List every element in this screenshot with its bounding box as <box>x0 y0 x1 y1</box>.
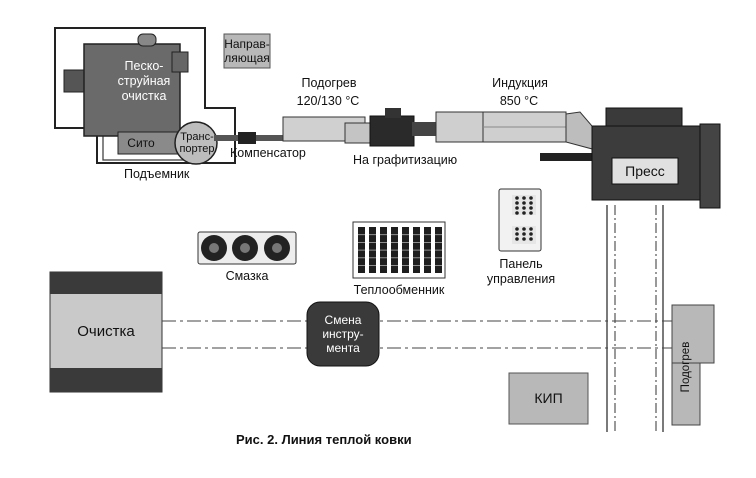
graphitization-unit <box>369 115 415 147</box>
cleaning-bottom-band <box>50 368 162 392</box>
control-panel-keypad-top <box>512 195 536 215</box>
control-panel-button <box>529 227 533 231</box>
press-label-plate <box>611 157 679 185</box>
control-panel-button <box>529 196 533 200</box>
transporter-circle <box>174 121 218 165</box>
control-panel-button <box>522 201 526 205</box>
control-panel-button <box>522 196 526 200</box>
control-panel-button <box>515 227 519 231</box>
sandblaster-body <box>83 43 181 137</box>
lift-outline <box>54 27 236 164</box>
lubrication-label: Смазка <box>225 269 269 283</box>
tool-change-unit <box>306 301 380 367</box>
control-panel-button <box>522 232 526 236</box>
kip-unit <box>508 372 589 425</box>
lift-label: Подъемник <box>124 167 190 181</box>
heat-exchanger <box>352 221 446 279</box>
graphitization-label: На графитизацию <box>353 153 458 167</box>
sandblaster-label: Песко- струйная очистка <box>117 58 171 103</box>
press-label: Пресс <box>625 162 665 179</box>
press-side <box>699 123 721 209</box>
graphitization-link <box>412 122 438 136</box>
control-panel-button <box>529 201 533 205</box>
preheater-step <box>344 122 372 144</box>
control-panel-button <box>515 211 519 215</box>
bottom-preheater-lower <box>671 362 701 426</box>
guide-label: Направ- ляющая <box>224 37 270 65</box>
press-feed-bar <box>540 153 610 161</box>
heat-exchanger-bars <box>358 227 442 273</box>
control-panel-label: Панель управления <box>486 257 556 286</box>
figure-caption: Рис. 2. Линия теплой ковки <box>236 432 412 447</box>
sandblaster-top-cap <box>137 33 157 47</box>
control-panel-button <box>522 237 526 241</box>
control-panel-button <box>515 232 519 236</box>
kip-label: КИП <box>534 390 563 406</box>
induction-temp-label: 850 °C <box>499 94 539 108</box>
bottom-preheater-upper <box>671 304 715 364</box>
control-panel-button <box>515 237 519 241</box>
heat-exchanger-label: Теплообменник <box>353 283 445 297</box>
control-panel-button <box>529 237 533 241</box>
bottom-preheat-label: Подогрев <box>679 341 692 393</box>
transporter-label: Транс- портер <box>179 131 215 155</box>
control-panel-button <box>515 206 519 210</box>
sandblaster-side-block <box>171 51 189 73</box>
control-panel-button <box>529 232 533 236</box>
induction-label: Индукция <box>492 76 548 90</box>
preheat-temp-label: 120/130 °C <box>296 94 360 108</box>
cleaning-top-band <box>50 272 162 294</box>
control-panel-button <box>522 211 526 215</box>
control-panel-button <box>522 206 526 210</box>
control-panel-button <box>515 196 519 200</box>
compensator-label: Компенсатор <box>230 146 306 160</box>
cleaning-label: Очистка <box>77 322 135 340</box>
compensator-joint <box>238 132 256 144</box>
control-panel-button <box>515 201 519 205</box>
preheat-label: Подогрев <box>301 76 357 90</box>
control-panel-buttons <box>515 196 533 241</box>
sieve-label: Сито <box>127 135 155 150</box>
control-panel-button <box>522 227 526 231</box>
control-panel-button <box>529 211 533 215</box>
control-panel-button <box>529 206 533 210</box>
guide-block <box>223 33 271 69</box>
tool-change-label: Смена инстру- мента <box>322 313 364 355</box>
graphitization-top <box>385 108 401 118</box>
